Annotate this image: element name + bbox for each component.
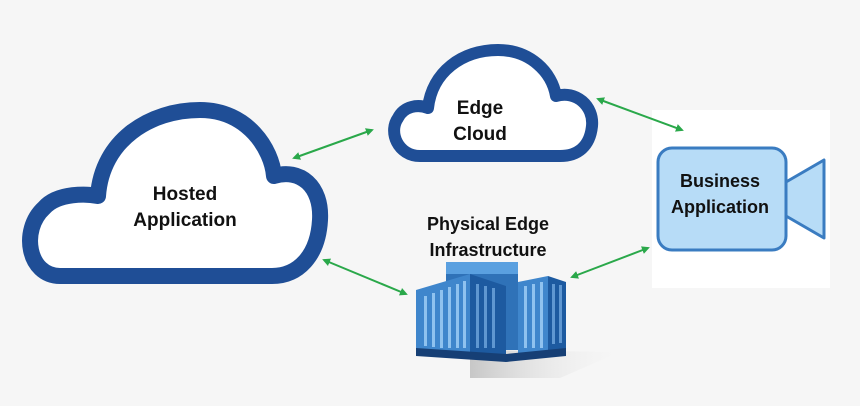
edge-cloud-label: Edge Cloud	[440, 96, 520, 148]
hosted-application-label: Hosted Application	[115, 182, 255, 234]
business-application-label: Business Application	[662, 168, 778, 220]
hosted-application-cloud-icon	[22, 102, 329, 284]
physical-edge-building-icon	[416, 262, 620, 378]
hosted-application-line2: Application	[133, 210, 237, 231]
infrastructure-line2: Infrastructure	[429, 240, 547, 260]
business-application-line2: Application	[671, 197, 769, 217]
edge-to-business-double-arrow-icon	[596, 97, 684, 132]
connection-arrows	[292, 97, 684, 296]
infra-to-business-double-arrow-icon	[570, 246, 650, 279]
edge-cloud-line2: Cloud	[453, 124, 507, 145]
hosted-to-edge-double-arrow-icon	[292, 128, 374, 160]
physical-edge-infrastructure-label: Physical Edge Infrastructure	[408, 211, 568, 263]
hosted-to-infra-double-arrow-icon	[322, 258, 408, 296]
edge-cloud-line1: Edge	[456, 98, 504, 119]
infrastructure-line1: Physical Edge	[426, 214, 550, 234]
hosted-application-line1: Hosted	[152, 184, 218, 205]
business-application-line1: Business	[679, 171, 761, 191]
business-application-camera-icon	[652, 110, 830, 288]
edge-cloud-icon	[388, 44, 599, 162]
